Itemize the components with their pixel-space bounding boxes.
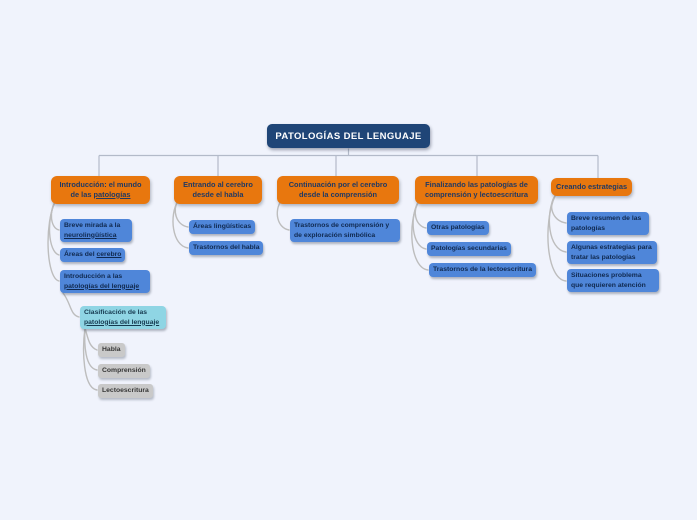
child-node-algunas-estrategias[interactable]: Algunas estrategias para tratar las pato… <box>567 241 657 265</box>
root-node[interactable]: PATOLOGÍAS DEL LENGUAJE <box>267 124 430 148</box>
branch-node-entrando-cerebro[interactable]: Entrando al cerebro desde el habla <box>174 176 262 204</box>
child-label: Trastornos del habla <box>193 244 260 251</box>
branch-node-creando-estrategias[interactable]: Creando estrategias <box>551 178 633 196</box>
child-label: Breve mirada a la <box>64 222 121 229</box>
leaf-node-lectoescritura[interactable]: Lectoescritura <box>98 384 153 398</box>
child-node-trastornos-comprension[interactable]: Trastornos de comprensión y de exploraci… <box>290 219 400 243</box>
child-node-situaciones-problema[interactable]: Situaciones problema que requieren atenc… <box>567 269 659 293</box>
child-label: Trastornos de la lectoescritura <box>433 266 532 273</box>
branch-node-introduccion[interactable]: Introducción: el mundo de las patologías <box>51 176 150 204</box>
child-node-patologias-secundarias[interactable]: Patologías secundarias <box>427 242 511 256</box>
branch-label: Finalizando las patologías de comprensió… <box>424 180 529 199</box>
branch-label: Continuación por el cerebro desde la com… <box>288 180 388 199</box>
child-label-link[interactable]: neurolingüística <box>64 231 117 239</box>
branch-label: Entrando al cerebro desde el habla <box>183 180 253 199</box>
child-node-breve-resumen[interactable]: Breve resumen de las patologías <box>567 212 649 236</box>
child-node-breve-mirada[interactable]: Breve mirada a la neurolingüística <box>60 219 132 243</box>
child-node-areas-del-cerebro[interactable]: Áreas del cerebro <box>60 248 126 262</box>
child-node-introduccion-patologias[interactable]: Introducción a las patologías del lengua… <box>60 270 150 294</box>
child-node-otras-patologias[interactable]: Otras patologías <box>427 221 489 235</box>
child-label-link[interactable]: patologías del lenguaje <box>64 282 140 290</box>
child-label: Situaciones problema que requieren atenc… <box>571 272 646 289</box>
branch-label: Creando estrategias <box>556 182 628 191</box>
leaf-label: Lectoescritura <box>102 387 149 394</box>
child-label: Otras patologías <box>431 224 485 231</box>
leaf-node-habla[interactable]: Habla <box>98 343 125 357</box>
branch-label: Introducción: el mundo de las <box>59 180 142 199</box>
child-label-link[interactable]: cerebro <box>96 251 122 258</box>
child-node-areas-linguisticas[interactable]: Áreas lingüísticas <box>189 220 256 234</box>
branch-label-link[interactable]: patologías <box>93 189 131 199</box>
child-node-trastornos-lectoescritura[interactable]: Trastornos de la lectoescritura <box>429 263 536 277</box>
child-label: Breve resumen de las patologías <box>571 215 642 232</box>
child-label: Clasificación de las <box>84 309 148 316</box>
child-node-clasificacion[interactable]: Clasificación de las patologías del leng… <box>80 306 166 330</box>
leaf-node-comprension[interactable]: Comprensión <box>98 364 150 378</box>
child-label: Patologías secundarias <box>431 245 507 252</box>
child-label-link[interactable]: patologías del lenguaje <box>84 318 160 326</box>
branch-node-continuacion-cerebro[interactable]: Continuación por el cerebro desde la com… <box>277 176 399 204</box>
branch-node-finalizando-patologias[interactable]: Finalizando las patologías de comprensió… <box>415 176 538 204</box>
child-label: Introducción a las <box>64 273 123 280</box>
leaf-label: Comprensión <box>102 367 146 374</box>
child-label: Algunas estrategias para tratar las pato… <box>571 244 652 261</box>
child-label: Trastornos de comprensión y de exploraci… <box>294 222 390 239</box>
leaf-label: Habla <box>102 346 121 353</box>
child-node-trastornos-habla[interactable]: Trastornos del habla <box>189 241 264 255</box>
child-label: Áreas lingüísticas <box>193 223 252 230</box>
root-label: PATOLOGÍAS DEL LENGUAJE <box>275 131 422 142</box>
child-label: Áreas del <box>64 251 97 258</box>
